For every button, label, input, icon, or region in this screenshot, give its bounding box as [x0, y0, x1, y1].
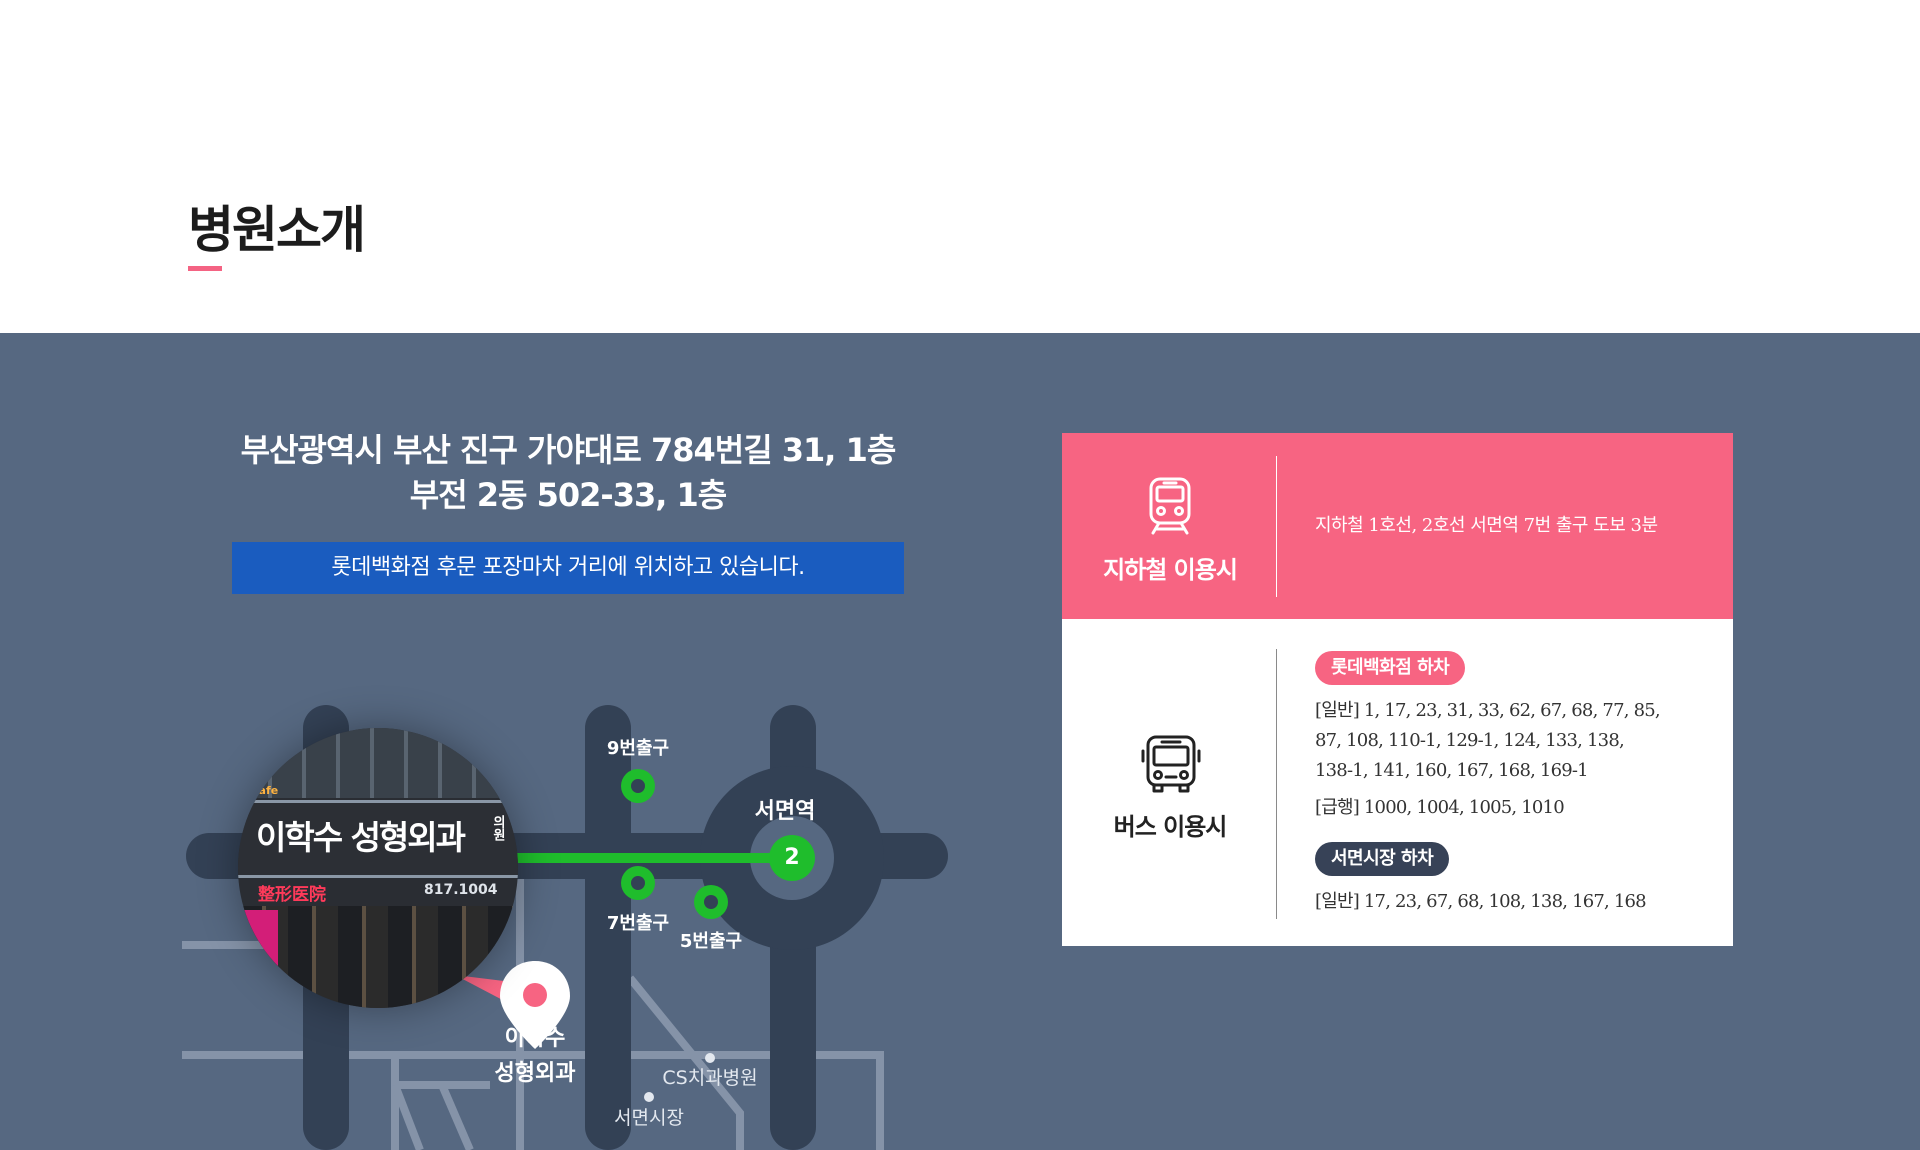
address-line-1: 부산광역시 부산 진구 가야대로 784번길 31, 1층: [240, 431, 897, 469]
exit-5-label: 5번출구: [679, 931, 743, 952]
landmark-seomyeon-market: 서면시장: [614, 1107, 684, 1129]
location-section: cafe 이학수 성형외과 의원 整形医院 817.1004 9번출구 7번출구…: [0, 333, 1920, 1150]
bus-icon: [1141, 735, 1201, 793]
bus-row: 버스 이용시 롯데백화점 하차 [일반] 1, 17, 23, 31, 33, …: [1062, 619, 1733, 946]
title-underline: [188, 266, 222, 271]
landmark-cs-dental: CS치과병원: [662, 1067, 758, 1089]
walking-route: [500, 853, 792, 863]
bus-divider: [1276, 649, 1277, 919]
bus-label: 버스 이용시: [1113, 813, 1228, 841]
landmark-dots: [644, 1053, 715, 1102]
subway-line-badge: 2: [769, 835, 815, 881]
clinic-phone: 817.1004: [424, 882, 498, 898]
train-icon: [1149, 477, 1191, 535]
clinic-sign-suffix: 의원: [490, 815, 505, 841]
stop-seomyeon-market-badge: 서면시장 하차: [1315, 842, 1450, 876]
subway-directions: 지하철 1호선, 2호선 서면역 7번 출구 도보 3분: [1315, 515, 1658, 536]
exit-7-label: 7번출구: [606, 913, 670, 934]
stop1-general-line-2: 87, 108, 110-1, 129-1, 124, 133, 138,: [1315, 730, 1625, 751]
stop-lotte-badge: 롯데백화점 하차: [1315, 651, 1466, 685]
stop2-general-line: [일반] 17, 23, 67, 68, 108, 138, 167, 168: [1315, 891, 1647, 912]
location-note: 롯데백화점 후문 포장마차 거리에 위치하고 있습니다.: [232, 542, 904, 594]
exit-9-label: 9번출구: [606, 738, 670, 759]
station-name: 서면역: [754, 799, 816, 824]
clinic-storefront-photo: cafe 이학수 성형외과 의원 整形医院 817.1004: [238, 728, 518, 1008]
stop1-express-line: [급행] 1000, 1004, 1005, 1010: [1315, 797, 1565, 818]
stop1-general-line-1: [일반] 1, 17, 23, 31, 33, 62, 67, 68, 77, …: [1315, 700, 1661, 721]
clinic-sign: 이학수 성형외과: [256, 818, 466, 857]
subway-divider: [1276, 456, 1277, 597]
clinic-marker-label-1: 이학수: [504, 1026, 566, 1051]
address-line-2: 부전 2동 502-33, 1층: [409, 476, 727, 514]
clinic-marker-label-2: 성형외과: [494, 1061, 576, 1086]
subway-label: 지하철 이용시: [1103, 556, 1238, 584]
subway-row: 지하철 이용시 지하철 1호선, 2호선 서면역 7번 출구 도보 3분: [1062, 433, 1733, 619]
clinic-address: 부산광역시 부산 진구 가야대로 784번길 31, 1층 부전 2동 502-…: [232, 428, 904, 518]
transport-info: 지하철 이용시 지하철 1호선, 2호선 서면역 7번 출구 도보 3분 버스 …: [1062, 433, 1733, 946]
cafe-sign: cafe: [252, 784, 279, 797]
stop1-general-line-3: 138-1, 141, 160, 167, 168, 169-1: [1315, 760, 1589, 781]
clinic-sub-sign: 整形医院: [258, 885, 326, 905]
page-title: 병원소개: [188, 201, 366, 259]
